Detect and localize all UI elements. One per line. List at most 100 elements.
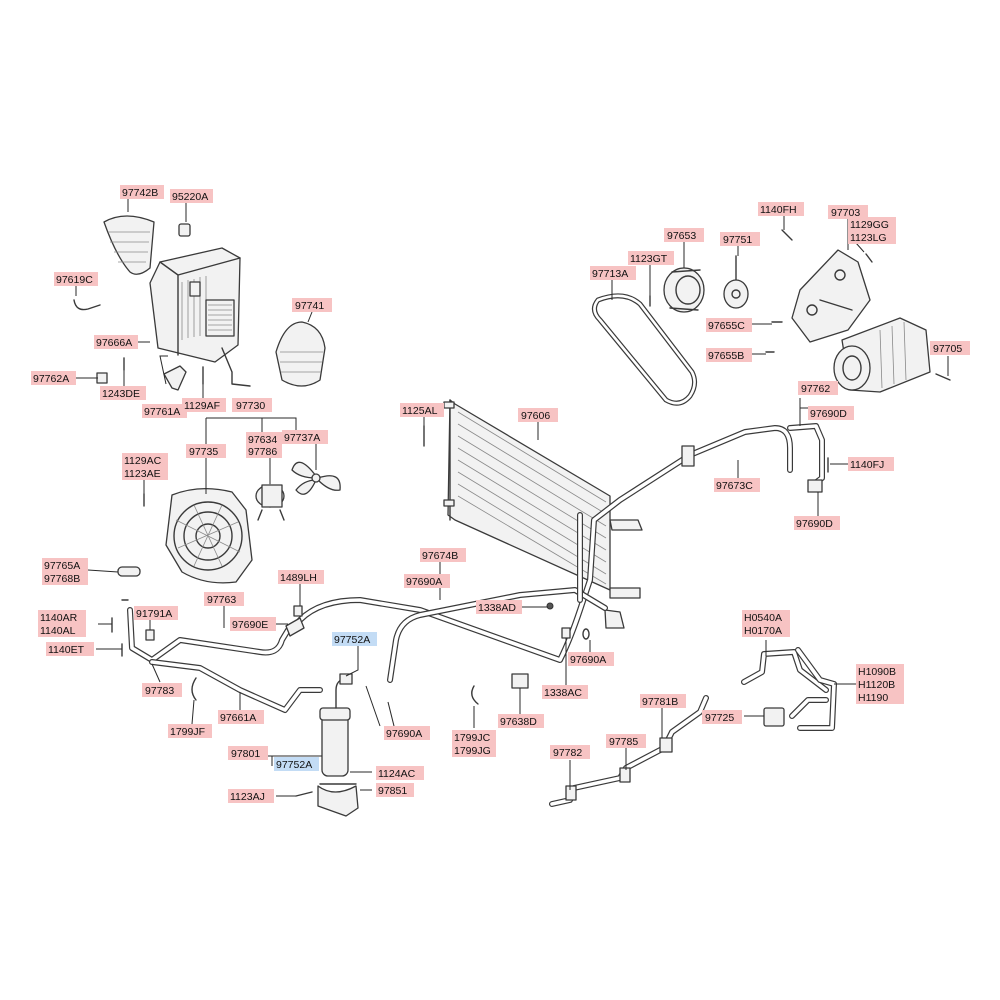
svg-text:H0170A: H0170A: [744, 625, 782, 637]
svg-text:1140FH: 1140FH: [760, 204, 797, 216]
svg-text:97606: 97606: [521, 410, 550, 422]
svg-text:1140AL: 1140AL: [40, 625, 76, 637]
svg-text:1123GT: 1123GT: [630, 253, 668, 265]
boot-97741: [275, 321, 326, 387]
bolt-1140ar: [111, 599, 129, 633]
label-1129ac: 1129AC: [122, 453, 168, 467]
svg-text:97765A: 97765A: [44, 560, 80, 572]
label-97752a-bottom: 97752A: [274, 757, 319, 771]
nut-1489lh: [293, 605, 303, 617]
hoses-h-series: [741, 647, 837, 731]
svg-text:1799JF: 1799JF: [170, 726, 205, 738]
svg-text:97737A: 97737A: [284, 432, 320, 444]
svg-text:97730: 97730: [236, 400, 265, 412]
svg-text:97762: 97762: [801, 383, 830, 395]
svg-text:97661A: 97661A: [220, 712, 256, 724]
bolt-1140fh: [781, 229, 793, 241]
svg-text:1123AE: 1123AE: [124, 468, 161, 480]
svg-text:1129AF: 1129AF: [184, 400, 220, 412]
pressure-switch-97752a: [339, 673, 353, 685]
label-1140al: 1140AL: [38, 623, 86, 637]
part-drawings: [73, 215, 951, 817]
label-97606: 97606: [518, 408, 558, 422]
label-97851: 97851: [376, 783, 414, 797]
label-97619c: 97619C: [54, 272, 98, 286]
label-1140fj: 1140FJ: [848, 457, 894, 471]
svg-text:H1120B: H1120B: [858, 679, 895, 691]
svg-text:97666A: 97666A: [96, 337, 132, 349]
svg-text:97703: 97703: [831, 207, 860, 219]
label-h0540a: H0540A: [742, 610, 790, 624]
label-91791a: 91791A: [134, 606, 178, 620]
label-1338ac: 1338AC: [542, 685, 588, 699]
svg-text:H1090B: H1090B: [858, 666, 896, 678]
svg-text:97690A: 97690A: [406, 576, 442, 588]
oring-97690a: [582, 628, 590, 640]
label-1799jc: 1799JC: [452, 730, 496, 744]
label-97705: 97705: [930, 341, 970, 355]
label-97762: 97762: [798, 381, 838, 395]
label-1489lh: 1489LH: [278, 570, 324, 584]
hose-97619c: [73, 299, 101, 311]
label-97638d: 97638D: [498, 714, 544, 728]
nut-1338ad: [546, 602, 554, 610]
label-97751: 97751: [720, 232, 760, 246]
svg-text:91791A: 91791A: [136, 608, 172, 620]
label-97782: 97782: [550, 745, 590, 759]
svg-text:97634: 97634: [248, 434, 277, 446]
svg-text:97655B: 97655B: [708, 350, 744, 362]
compressor-97705: [833, 317, 931, 393]
svg-text:1124AC: 1124AC: [378, 768, 416, 780]
svg-text:97690A: 97690A: [386, 728, 422, 740]
bolt-1123aj: [295, 791, 313, 797]
label-1123lg: 1123LG: [848, 230, 896, 244]
part-labels: 97742B 95220A 97619C 97741 97666A 97762A…: [31, 185, 970, 803]
svg-text:97761A: 97761A: [144, 406, 180, 418]
svg-text:97673C: 97673C: [716, 480, 753, 492]
clip-1799jf: [191, 677, 197, 701]
label-1140fh: 1140FH: [758, 202, 804, 216]
label-1124ac: 1124AC: [376, 766, 424, 780]
label-97690a-low: 97690A: [384, 726, 430, 740]
clip-1799jc: [471, 685, 479, 705]
svg-text:1338AD: 1338AD: [478, 602, 516, 614]
label-97785: 97785: [606, 734, 646, 748]
clip-91791a: [145, 629, 155, 641]
label-97690d-bottom: 97690D: [794, 516, 840, 530]
bracket-97703: [791, 249, 871, 343]
cap-95220a: [178, 223, 191, 237]
grommet-97765a: [117, 566, 141, 577]
label-97763: 97763: [204, 592, 244, 606]
bolt-1129gg: [865, 253, 873, 263]
label-97653: 97653: [664, 228, 704, 242]
label-97690e: 97690E: [230, 617, 276, 631]
svg-text:97705: 97705: [933, 343, 962, 355]
svg-text:97690D: 97690D: [810, 408, 847, 420]
label-97762a: 97762A: [31, 371, 76, 385]
label-97735: 97735: [186, 444, 226, 458]
svg-text:97690D: 97690D: [796, 518, 833, 530]
label-97781b: 97781B: [640, 694, 686, 708]
label-97661a: 97661A: [218, 710, 264, 724]
label-1799jf: 1799JF: [168, 724, 212, 738]
svg-text:1129AC: 1129AC: [124, 455, 162, 467]
svg-text:97735: 97735: [189, 446, 218, 458]
boot-97742b: [103, 215, 155, 275]
label-97761a: 97761A: [142, 404, 187, 418]
svg-text:97752A: 97752A: [334, 634, 370, 646]
label-h0170a: H0170A: [742, 623, 790, 637]
label-h1120b: H1120B: [856, 677, 904, 691]
label-97742b: 97742B: [120, 185, 164, 199]
label-97737a: 97737A: [282, 430, 328, 444]
label-97690a-mid: 97690A: [568, 652, 614, 666]
svg-text:97674B: 97674B: [422, 550, 458, 562]
svg-text:1125AL: 1125AL: [402, 405, 438, 417]
fitting-97690e: [285, 617, 305, 637]
label-1243de: 1243DE: [100, 386, 146, 400]
fan-blade-97737a: [291, 461, 341, 495]
label-1123aj: 1123AJ: [228, 789, 274, 803]
label-h1090b: H1090B: [856, 664, 904, 678]
label-97801: 97801: [228, 746, 268, 760]
svg-text:97690A: 97690A: [570, 654, 606, 666]
label-95220a: 95220A: [170, 189, 213, 203]
